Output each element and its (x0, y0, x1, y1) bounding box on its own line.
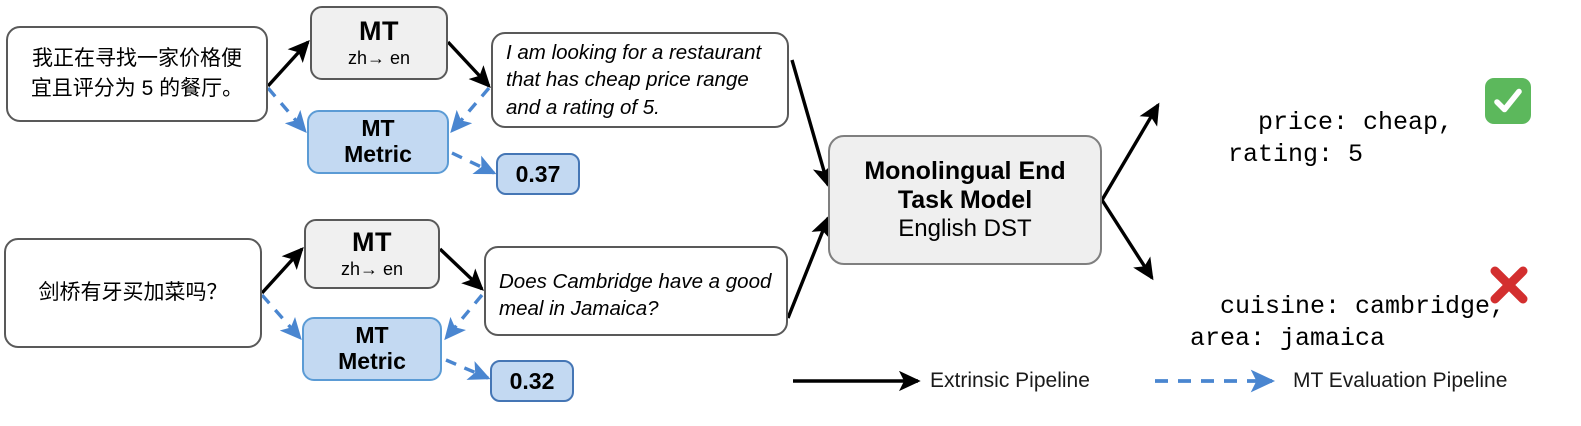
mt-box-1: MT zh→ en (310, 6, 448, 80)
legend-mt-eval-text: MT Evaluation Pipeline (1293, 369, 1508, 392)
mt-box-2-title: MT (352, 226, 392, 257)
output-text-2: cuisine: cambridge, area: jamaica (1190, 291, 1506, 354)
legend-label-mt-eval: MT Evaluation Pipeline (1293, 369, 1507, 393)
score-value-2: 0.32 (509, 367, 555, 394)
translation-box-1: I am looking for a restaurant that has c… (491, 32, 789, 128)
arrow-mt1-to-trans1 (446, 40, 491, 88)
arrow-trans1-to-model (790, 59, 833, 188)
mt-box-2: MT zh→ en (304, 219, 440, 289)
output-slots-1: price: cheap, rating: 5 (1198, 74, 1453, 204)
arrow-mt2-to-trans2 (438, 247, 484, 291)
score-value-1: 0.37 (515, 160, 561, 187)
legend-extrinsic-text: Extrinsic Pipeline (930, 369, 1090, 392)
model-subtitle: English DST (898, 214, 1032, 242)
mt-metric-box-1-label: MT Metric (344, 115, 412, 167)
source-text-box-2: 剑桥有牙买加菜吗？ (4, 238, 262, 348)
mt-metric-box-2: MT Metric (302, 317, 442, 381)
legend-label-extrinsic: Extrinsic Pipeline (930, 369, 1090, 393)
mt-box-2-direction: zh→ en (340, 258, 404, 279)
arrow-src2-to-metric2 (260, 293, 302, 341)
score-box-1: 0.37 (496, 153, 580, 195)
monolingual-end-task-model-box: Monolingual End Task Model English DST (828, 135, 1102, 265)
arrow-src1-to-metric1 (266, 86, 307, 134)
source-text-box-1: 我正在寻找一家价格便 宜且评分为 5 的餐厅。 (6, 26, 268, 122)
arrow-trans2-to-metric2 (444, 293, 484, 341)
arrow-trans2-to-model (786, 215, 831, 319)
output-text-1: price: cheap, rating: 5 (1228, 107, 1454, 170)
source-text-1: 我正在寻找一家价格便 宜且评分为 5 的餐厅。 (30, 46, 244, 100)
mt-metric-box-1: MT Metric (307, 110, 449, 174)
verdict-correct-1 (1485, 78, 1531, 124)
source-text-2: 剑桥有牙买加菜吗？ (38, 280, 228, 304)
arrow-model-to-output2 (1100, 199, 1154, 281)
translation-text-1: I am looking for a restaurant that has c… (506, 40, 762, 119)
mt-box-1-title: MT (359, 15, 399, 46)
check-mark-icon (1485, 78, 1531, 124)
output-slots-2: cuisine: cambridge, area: jamaica (1160, 258, 1505, 388)
arrow-model-to-output1 (1100, 102, 1160, 201)
verdict-incorrect-2 (1486, 262, 1532, 313)
arrow-metric1-to-score1 (451, 151, 497, 175)
mt-metric-box-2-label: MT Metric (338, 322, 406, 374)
translation-box-2: Does Cambridge have a good meal in Jamai… (484, 246, 788, 336)
score-box-2: 0.32 (490, 360, 574, 402)
cross-mark-icon (1490, 266, 1528, 304)
model-title: Monolingual End Task Model (864, 156, 1066, 214)
arrow-src2-to-mt2 (260, 246, 304, 295)
arrow-metric2-to-score2 (445, 358, 491, 380)
mt-box-1-direction: zh→ en (347, 47, 411, 68)
arrow-src1-to-mt1 (266, 39, 310, 88)
translation-text-2: Does Cambridge have a good meal in Jamai… (499, 269, 772, 320)
arrow-trans1-to-metric1 (450, 86, 491, 134)
